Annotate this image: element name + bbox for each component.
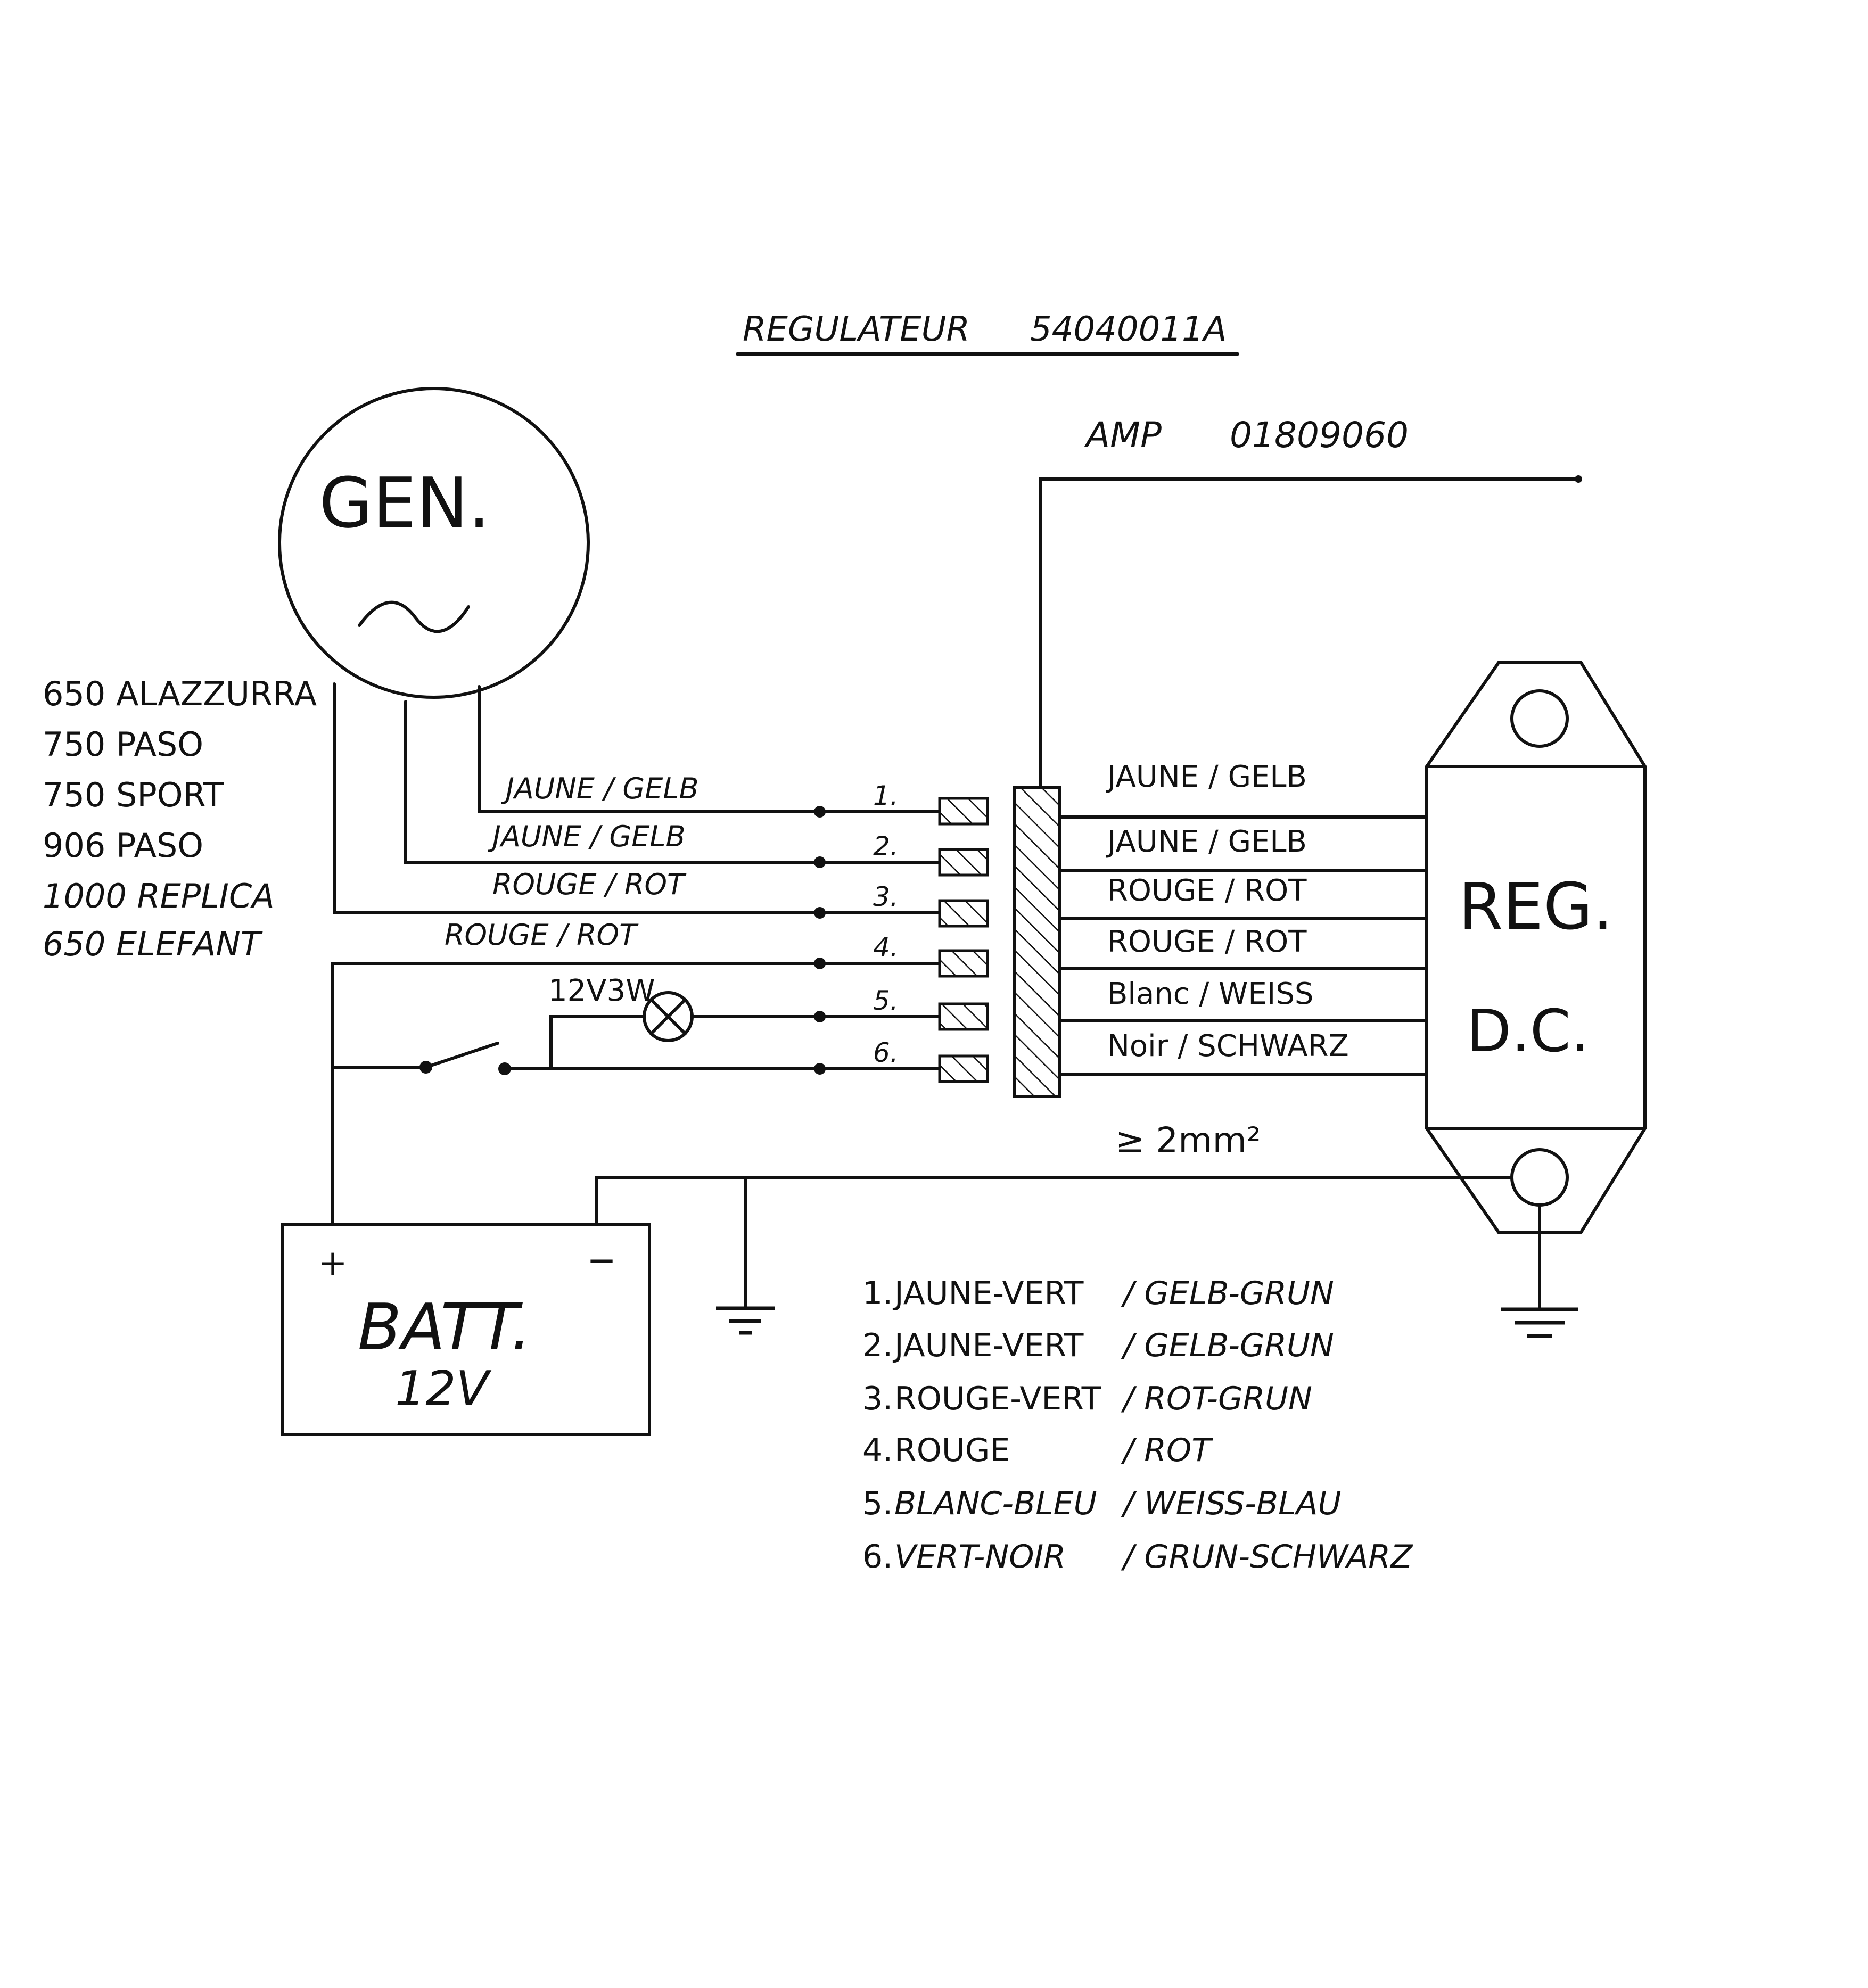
- legend-de: / WEISS-BLAU: [1121, 1485, 1341, 1522]
- legend-num: 4.: [862, 1432, 893, 1469]
- legend-fr: ROUGE-VERT: [894, 1380, 1101, 1417]
- pin-number: 3.: [873, 881, 899, 912]
- reg-wire-label: JAUNE / GELB: [1106, 760, 1307, 794]
- wire-label: JAUNE / GELB: [501, 772, 699, 805]
- ac-symbol-icon: [358, 600, 470, 633]
- amp-number: 01809060: [1230, 415, 1409, 456]
- battery-label: BATT.: [358, 1291, 531, 1365]
- legend-de: / ROT-GRUN: [1121, 1380, 1312, 1417]
- generator-label: GEN.: [319, 463, 490, 543]
- legend-de: / GRUN-SCHWARZ: [1121, 1538, 1413, 1575]
- legend-num: 2.: [862, 1327, 893, 1364]
- legend-de: / GELB-GRUN: [1121, 1327, 1334, 1364]
- connector-pin: [938, 899, 989, 928]
- legend-num: 1.: [862, 1275, 893, 1312]
- title-text: REGULATEUR: [743, 310, 970, 349]
- pin-number: 2.: [873, 831, 899, 862]
- connector-pin: [938, 949, 989, 978]
- gen-wire-1: [478, 685, 821, 813]
- legend-fr: JAUNE-VERT: [892, 1275, 1084, 1312]
- mounting-hole-icon: [1510, 1148, 1569, 1207]
- reg-wire-label: Noir / SCHWARZ: [1107, 1029, 1349, 1063]
- battery-voltage: 12V: [395, 1361, 492, 1417]
- reg-wire-label: JAUNE / GELB: [1106, 824, 1307, 859]
- connector-pin: [938, 797, 989, 826]
- wire-gauge-note: ≥ 2mm²: [1115, 1120, 1261, 1161]
- legend-num: 5.: [862, 1485, 893, 1522]
- battery-minus-wire: [595, 1176, 1513, 1226]
- lamp-feed-wire: [549, 1015, 646, 1070]
- reg-wire-label: ROUGE / ROT: [1107, 925, 1307, 959]
- connector-body: [1013, 786, 1061, 1098]
- battery-plus-wire: [331, 962, 821, 1226]
- gen-wire-2: [404, 700, 821, 864]
- switch-blade: [424, 1042, 499, 1069]
- model-list: 650 ALAZZURRA 750 PASO 750 SPORT 906 PAS…: [43, 674, 317, 963]
- lamp-cross: [649, 998, 687, 1035]
- mounting-hole-icon: [1510, 689, 1569, 748]
- legend-fr: ROUGE: [894, 1432, 1010, 1469]
- battery-minus: −: [587, 1240, 616, 1281]
- model-item: 1000 REPLICA: [43, 877, 275, 915]
- battery-box: [281, 1223, 651, 1436]
- gen-wire-3: [333, 682, 821, 914]
- connector-pin: [938, 848, 989, 877]
- pin-number: 1.: [873, 780, 899, 811]
- pin-number: 5.: [873, 985, 899, 1016]
- wire-color-legend: 1. JAUNE-VERT / GELB-GRUN 2. JAUNE-VERT …: [862, 1275, 1413, 1575]
- legend-fr: VERT-NOIR: [894, 1538, 1066, 1575]
- regulator-label: D.C.: [1466, 997, 1589, 1065]
- model-item: 650 ALAZZURRA: [43, 674, 317, 713]
- connector-pins: [938, 797, 989, 1083]
- connector-pin: [938, 1002, 989, 1031]
- regulator-label: REG.: [1459, 870, 1613, 944]
- amp-wire: [1039, 477, 1580, 789]
- reg-wire-label: ROUGE / ROT: [1107, 873, 1307, 908]
- pin-number: 6.: [873, 1037, 899, 1068]
- legend-fr: JAUNE-VERT: [892, 1327, 1084, 1364]
- wire-label: JAUNE / GELB: [488, 820, 686, 853]
- wire-label: ROUGE / ROT: [445, 918, 639, 952]
- part-number: 54040011A: [1030, 310, 1227, 349]
- model-item: 650 ELEFANT: [43, 925, 263, 963]
- pin-number: 4.: [873, 932, 899, 963]
- lamp-label: 12V3W: [548, 974, 655, 1008]
- legend-fr: BLANC-BLEU: [894, 1485, 1097, 1522]
- connector-pin: [938, 1054, 989, 1083]
- model-item: 750 PASO: [43, 725, 203, 764]
- legend-num: 6.: [862, 1538, 893, 1575]
- legend-de: / GELB-GRUN: [1121, 1275, 1334, 1312]
- regulator-body: [1425, 661, 1647, 1234]
- wire-label: ROUGE / ROT: [492, 868, 687, 901]
- model-item: 750 SPORT: [43, 776, 224, 814]
- model-item: 906 PASO: [43, 826, 203, 865]
- battery-plus: +: [318, 1242, 347, 1283]
- generator-circle: [278, 387, 590, 699]
- legend-de: / ROT: [1121, 1432, 1213, 1469]
- legend-num: 3.: [862, 1380, 893, 1417]
- amp-wire-end: [1575, 475, 1582, 483]
- reg-wire-label: Blanc / WEISS: [1107, 977, 1313, 1011]
- amp-label: AMP: [1084, 415, 1162, 456]
